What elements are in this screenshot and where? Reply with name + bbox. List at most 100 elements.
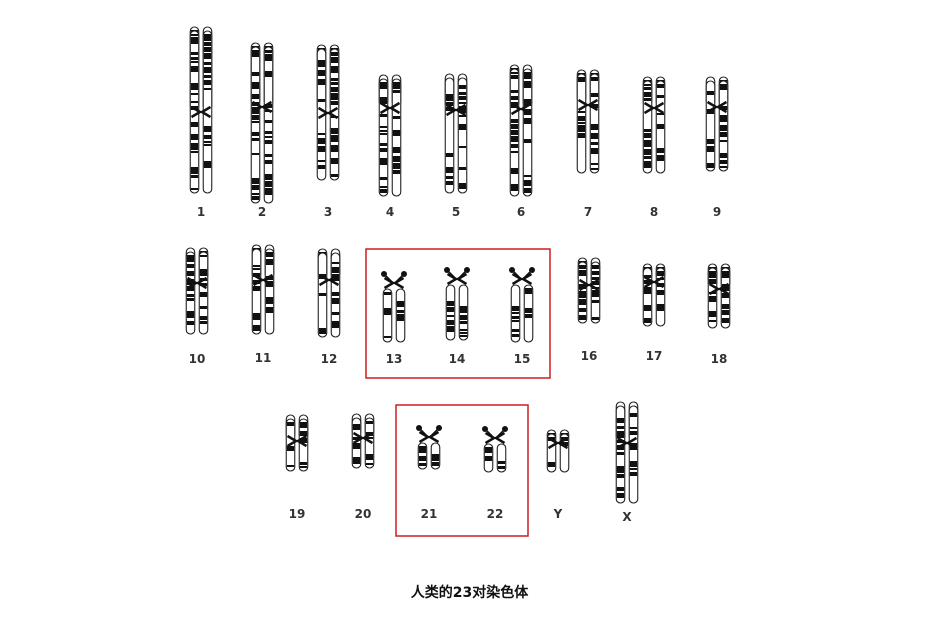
chromosome-pair-13 [381, 271, 407, 343]
band [365, 463, 374, 465]
band [199, 269, 208, 276]
band [251, 185, 260, 190]
band [418, 446, 427, 453]
chromatid-q-arm [589, 73, 600, 174]
chromosome-pair-7 [576, 69, 600, 174]
band [186, 311, 195, 318]
band [719, 106, 728, 110]
band [590, 148, 599, 154]
band [616, 474, 625, 478]
centromere [547, 436, 569, 450]
band [317, 99, 326, 102]
band [510, 184, 519, 191]
chromosome-label-8: 8 [650, 205, 658, 219]
band [330, 145, 339, 152]
band [445, 94, 454, 101]
band [190, 37, 199, 44]
band [524, 308, 533, 313]
band [190, 66, 199, 72]
satellite [502, 426, 508, 432]
band [616, 440, 625, 443]
band [264, 188, 273, 195]
satellite-stalk [496, 429, 505, 438]
band [721, 293, 730, 298]
band [330, 158, 339, 164]
band [418, 456, 427, 461]
band [578, 299, 587, 305]
band [199, 283, 208, 286]
band [252, 273, 261, 277]
centromere [352, 431, 374, 445]
chromosome-pair-14 [444, 267, 470, 341]
chromosome-label-22: 22 [487, 507, 504, 521]
band [510, 124, 519, 129]
band [721, 318, 730, 323]
highlight-frames [365, 248, 551, 537]
band [484, 456, 493, 461]
band [331, 298, 340, 304]
band [458, 183, 467, 189]
band [459, 315, 468, 320]
band [458, 124, 467, 130]
satellite-stalk [485, 429, 494, 438]
band [510, 72, 519, 74]
band [510, 168, 519, 174]
chromosome-label-19: 19 [289, 507, 306, 521]
band [459, 321, 468, 324]
band [656, 124, 665, 129]
chromosome-pair-22 [482, 426, 508, 473]
band [190, 57, 199, 60]
band [252, 313, 261, 320]
band [616, 431, 625, 438]
chromatid-q-arm [523, 284, 534, 343]
chromatid-q-arm [391, 78, 402, 197]
chromosome-label-7: 7 [584, 205, 592, 219]
band [190, 188, 199, 190]
band [497, 466, 506, 469]
band [591, 277, 600, 280]
band [392, 116, 401, 119]
band [656, 290, 665, 295]
chromosome-pair-5 [444, 73, 468, 194]
band [186, 264, 195, 268]
band [719, 166, 728, 168]
band [396, 301, 405, 307]
band [379, 133, 388, 135]
band [458, 85, 467, 89]
band [523, 175, 532, 177]
band [199, 316, 208, 320]
band [524, 314, 533, 318]
band [251, 132, 260, 136]
band [203, 42, 212, 46]
centromere [186, 276, 208, 290]
band [331, 262, 340, 264]
band [396, 314, 405, 321]
band [643, 149, 652, 155]
band [352, 437, 361, 440]
satellite-stalk [458, 270, 467, 279]
satellite [416, 425, 422, 431]
band [392, 170, 401, 174]
band [616, 418, 625, 423]
band [203, 34, 212, 41]
chromosome-label-6: 6 [517, 205, 525, 219]
band [352, 457, 361, 464]
chromosome-label-13: 13 [386, 352, 403, 366]
band [379, 143, 388, 146]
band [265, 297, 274, 304]
band [299, 431, 308, 436]
band [190, 167, 199, 174]
figure-caption: 人类的23对染色体 [410, 585, 529, 601]
band [190, 83, 199, 90]
band [578, 284, 587, 289]
band [445, 102, 454, 106]
band [190, 175, 199, 178]
band [484, 447, 493, 453]
chromosome-label-11: 11 [255, 351, 272, 365]
band [446, 326, 455, 332]
satellite-stalk [384, 274, 393, 283]
centromere [708, 282, 730, 296]
band [203, 47, 212, 52]
satellite [436, 425, 442, 431]
